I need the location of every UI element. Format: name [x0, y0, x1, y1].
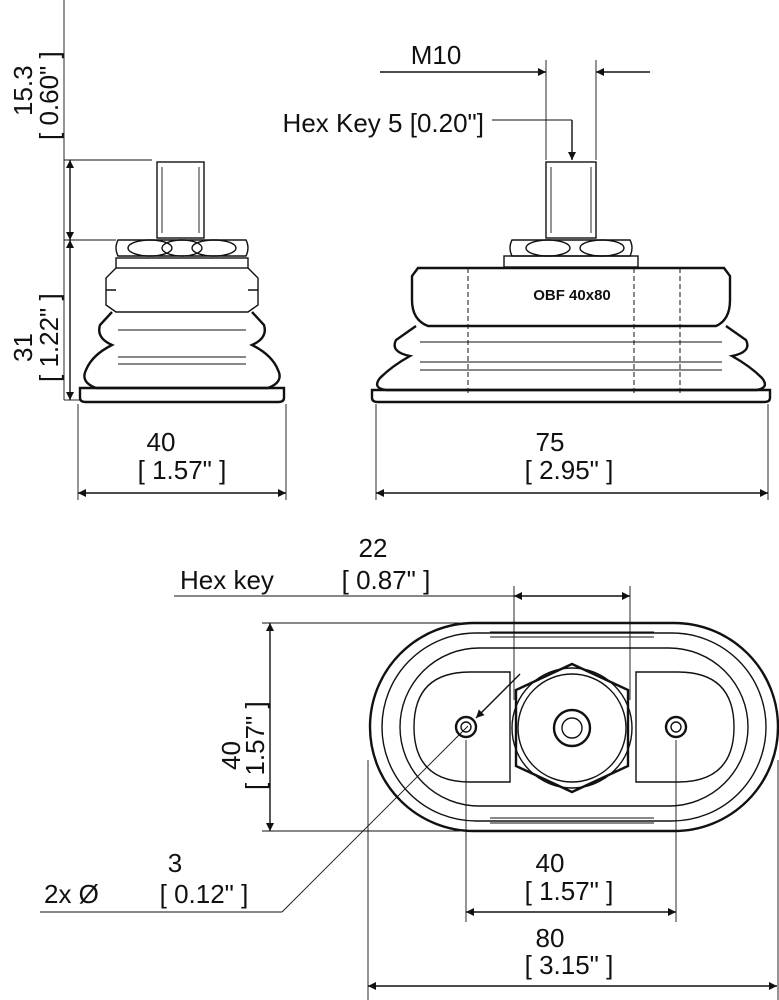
dim-vertical-left: 15.3 [ 0.60" ] 31 [ 1.22" ] — [8, 0, 152, 401]
dim-bottom-40: 40 [ 1.57" ] — [465, 740, 677, 922]
side-view-right: OBF 40x80 — [370, 161, 772, 404]
dim-40b-mm: 40 — [536, 848, 565, 878]
dim-40h-mm: 40 — [216, 741, 246, 770]
dim-40h-in: [ 1.57" ] — [240, 701, 270, 790]
hole-prefix: 2x Ø — [44, 879, 99, 909]
hole-in: [ 0.12" ] — [160, 879, 249, 909]
dim-height-40: 40 [ 1.57" ] — [216, 622, 460, 832]
dim-bottom-80: 80 [ 3.15" ] — [367, 760, 779, 1000]
dim-40w-mm: 40 — [147, 427, 176, 457]
dim-31-mm: 31 — [8, 333, 38, 362]
dim-hex-22: 22 Hex key [ 0.87" ] — [174, 533, 631, 700]
cup-marking: OBF 40x80 — [533, 287, 611, 304]
dim-hole: 3 2x Ø [ 0.12" ] — [40, 673, 521, 913]
hex-key-5-label: Hex Key 5 [0.20"] — [283, 108, 484, 138]
dim-80-in: [ 3.15" ] — [525, 950, 614, 980]
top-view — [368, 621, 779, 833]
hex22-mm: 22 — [359, 533, 388, 563]
hole-mm: 3 — [168, 848, 182, 878]
dim-40w-in: [ 1.57" ] — [138, 455, 227, 485]
thread-annotation: M10 Hex Key 5 [0.20"] — [283, 40, 650, 160]
dim-width-40: 40 [ 1.57" ] — [77, 404, 287, 500]
hex22-label: Hex key — [180, 565, 274, 595]
hex22-in: [ 0.87" ] — [342, 565, 431, 595]
dim-31-in: [ 1.22" ] — [34, 293, 64, 382]
dim-40b-in: [ 1.57" ] — [525, 876, 614, 906]
dim-75-mm: 75 — [536, 427, 565, 457]
dim-75-in: [ 2.95" ] — [525, 455, 614, 485]
thread-label: M10 — [411, 40, 462, 70]
dim-80-mm: 80 — [536, 923, 565, 953]
dim-width-75: 75 [ 2.95" ] — [375, 404, 769, 500]
dim-15-3-mm: 15.3 — [8, 65, 38, 116]
side-view-left — [78, 161, 286, 404]
dim-15-3-in: [ 0.60" ] — [34, 51, 64, 140]
